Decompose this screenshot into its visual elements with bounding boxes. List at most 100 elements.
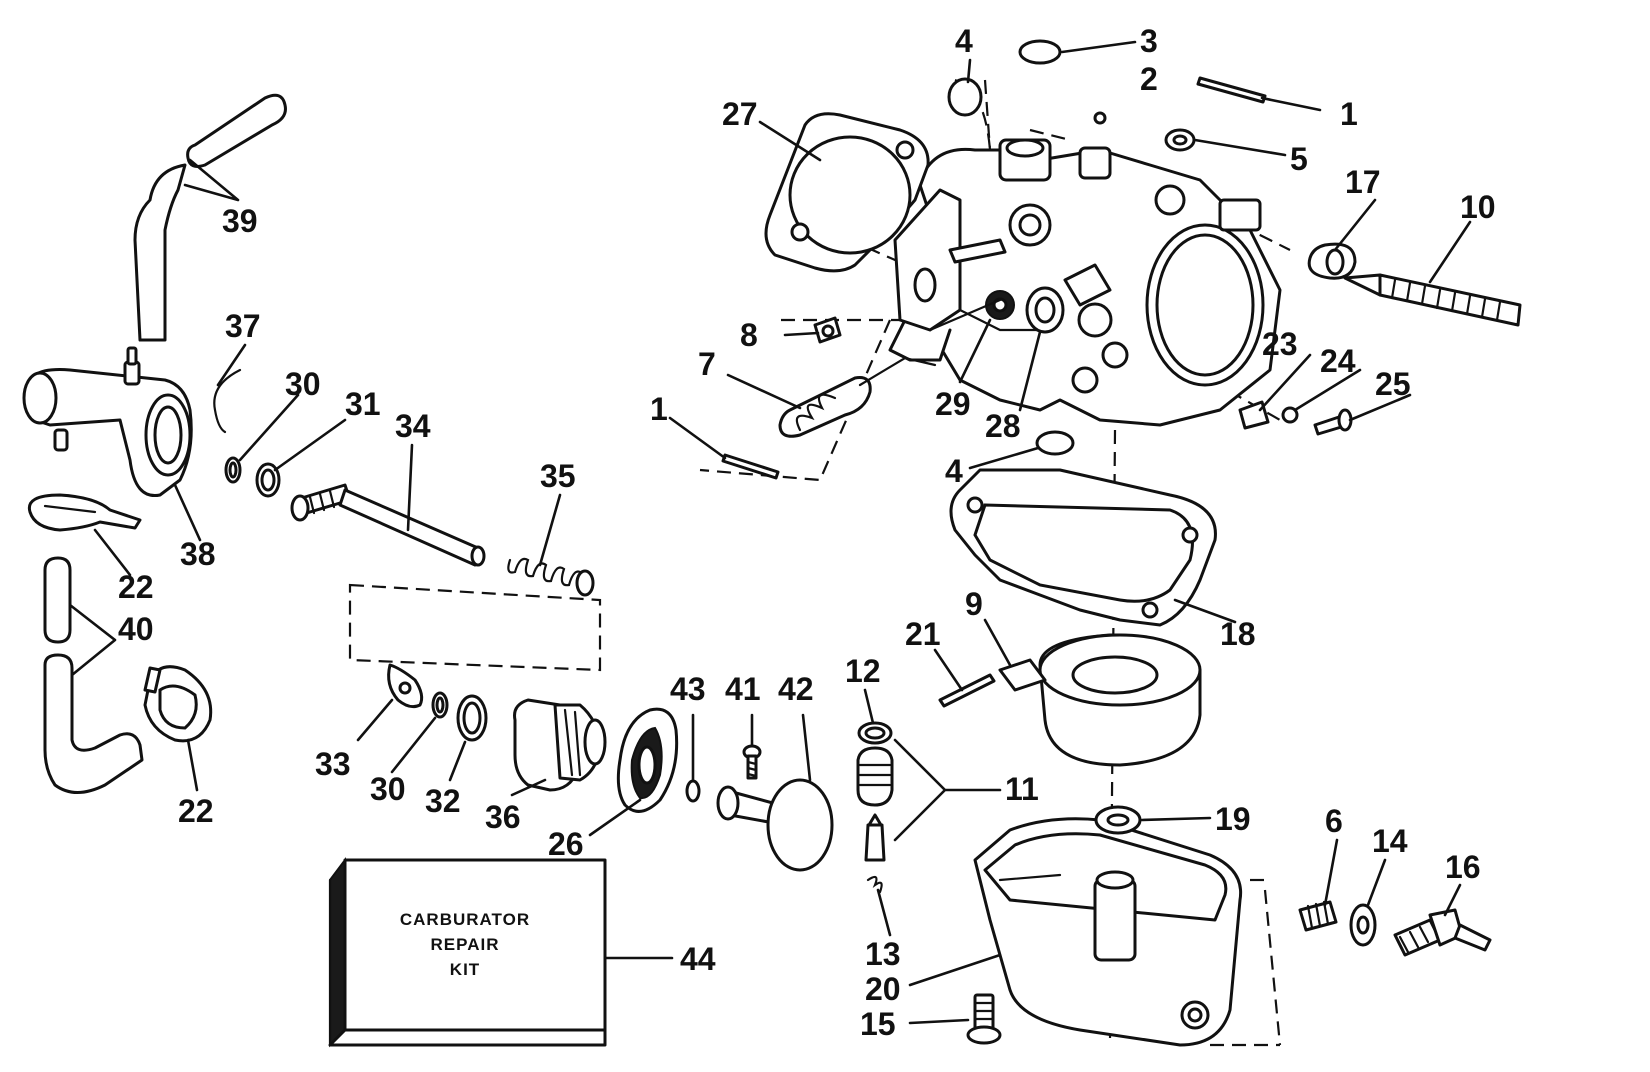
lower-hose: [43, 556, 144, 794]
flat-washer: [387, 663, 424, 709]
callout-6: 6: [1325, 803, 1343, 839]
jet-gasket: [1349, 903, 1377, 947]
hose-clamp-upper: [27, 493, 142, 532]
bowl-screw-gasket: [1094, 805, 1142, 835]
callout-1-left: 1: [650, 391, 668, 427]
throttle-return-spring: [778, 356, 937, 438]
callout-12: 12: [845, 653, 881, 689]
choke-lever: [813, 316, 842, 344]
carburetor-body: [888, 138, 1282, 427]
hose-clamp-lower: [143, 665, 213, 743]
callout-30-upper: 30: [285, 366, 321, 402]
callout-23: 23: [1262, 326, 1298, 362]
callout-8: 8: [740, 317, 758, 353]
callout-20: 20: [865, 971, 901, 1007]
repair-kit-box: [328, 857, 607, 1048]
callout-25: 25: [1375, 366, 1411, 402]
callout-39: 39: [222, 203, 258, 239]
bowl-drain-screw: [966, 993, 1002, 1045]
float: [998, 633, 1202, 767]
callout-1-top: 1: [1340, 96, 1358, 132]
callout-37: 37: [225, 308, 261, 344]
check-ball: [1093, 111, 1107, 125]
callout-4-top: 4: [955, 23, 973, 59]
choke-housing: [22, 346, 193, 498]
callout-7: 7: [698, 346, 716, 382]
callout-4-bottom: 4: [945, 453, 963, 489]
o-ring-43: [685, 779, 701, 803]
callout-41: 41: [725, 671, 761, 707]
callout-18: 18: [1220, 616, 1256, 652]
kit-label-line-3: KIT: [450, 960, 480, 979]
clamp-screw: [1313, 408, 1353, 436]
expansion-plug-top: [947, 77, 983, 117]
callout-3: 3: [1140, 23, 1158, 59]
welch-plug-top: [1018, 39, 1062, 65]
callout-11: 11: [1005, 771, 1039, 807]
top-dowel-pin: [1196, 76, 1267, 104]
callout-33: 33: [315, 746, 351, 782]
callout-17: 17: [1345, 164, 1381, 200]
upper-hose: [133, 93, 287, 342]
o-ring-32: [456, 694, 488, 742]
kit-label-line-2: REPAIR: [431, 935, 500, 954]
callout-26: 26: [548, 826, 584, 862]
float-hinge-pin: [938, 673, 996, 708]
shaft-seal: [1025, 286, 1065, 334]
inlet-needle-and-seat: [856, 721, 894, 894]
leader-lines: [68, 40, 1472, 1025]
callout-31: 31: [345, 386, 381, 422]
callout-38: 38: [180, 536, 216, 572]
callout-24: 24: [1320, 343, 1356, 379]
callout-22-lower: 22: [178, 793, 214, 829]
callout-labels: 1 1 2 3 4 4 5 6 7 8 9 10 11 12 13 14 15 …: [118, 23, 1496, 1042]
callout-15: 15: [860, 1006, 896, 1042]
callout-32: 32: [425, 783, 461, 819]
float-bowl-gasket: [949, 468, 1217, 627]
choke-shaft: [290, 483, 486, 567]
callout-10: 10: [1460, 189, 1496, 225]
shaft-bushing: [513, 698, 607, 792]
callout-43: 43: [670, 671, 706, 707]
callout-44: 44: [680, 941, 716, 977]
needle-spring: [1307, 242, 1357, 280]
callout-29: 29: [935, 386, 971, 422]
o-ring-30-lower: [431, 691, 449, 719]
callout-19: 19: [1215, 801, 1251, 837]
callout-13: 13: [865, 936, 901, 972]
kit-label-line-1: CARBURATOR: [400, 910, 530, 929]
throttle-shaft: [928, 238, 1015, 332]
callout-40: 40: [118, 611, 154, 647]
callout-42: 42: [778, 671, 814, 707]
main-jet: [1298, 900, 1338, 932]
flange-gasket: [764, 112, 930, 273]
callout-27: 27: [722, 96, 758, 132]
expansion-plug-bottom: [1035, 430, 1075, 456]
retaining-clip: [213, 368, 242, 434]
callout-28: 28: [985, 408, 1021, 444]
choke-knob: [716, 778, 834, 872]
float-bowl: [973, 817, 1243, 1047]
callout-34: 34: [395, 408, 431, 444]
idle-mixture-needle: [1343, 273, 1522, 327]
callout-35: 35: [540, 458, 576, 494]
callout-9: 9: [965, 586, 983, 622]
knob-screw: [742, 744, 762, 780]
choke-spring: [507, 557, 595, 597]
lock-washer: [1281, 406, 1299, 424]
o-ring-30: [224, 456, 242, 484]
lever-pin: [721, 453, 780, 480]
callout-36: 36: [485, 799, 521, 835]
callout-16: 16: [1445, 849, 1481, 885]
fuel-inlet-fitting: [1393, 908, 1492, 957]
callout-14: 14: [1372, 823, 1408, 859]
choke-cam: [616, 707, 679, 813]
top-washer: [1164, 128, 1196, 152]
callout-30-lower: 30: [370, 771, 406, 807]
callout-5: 5: [1290, 141, 1308, 177]
callout-21: 21: [905, 616, 941, 652]
callout-22-upper: 22: [118, 569, 154, 605]
callout-2: 2: [1140, 61, 1158, 97]
o-ring-31: [255, 462, 281, 498]
